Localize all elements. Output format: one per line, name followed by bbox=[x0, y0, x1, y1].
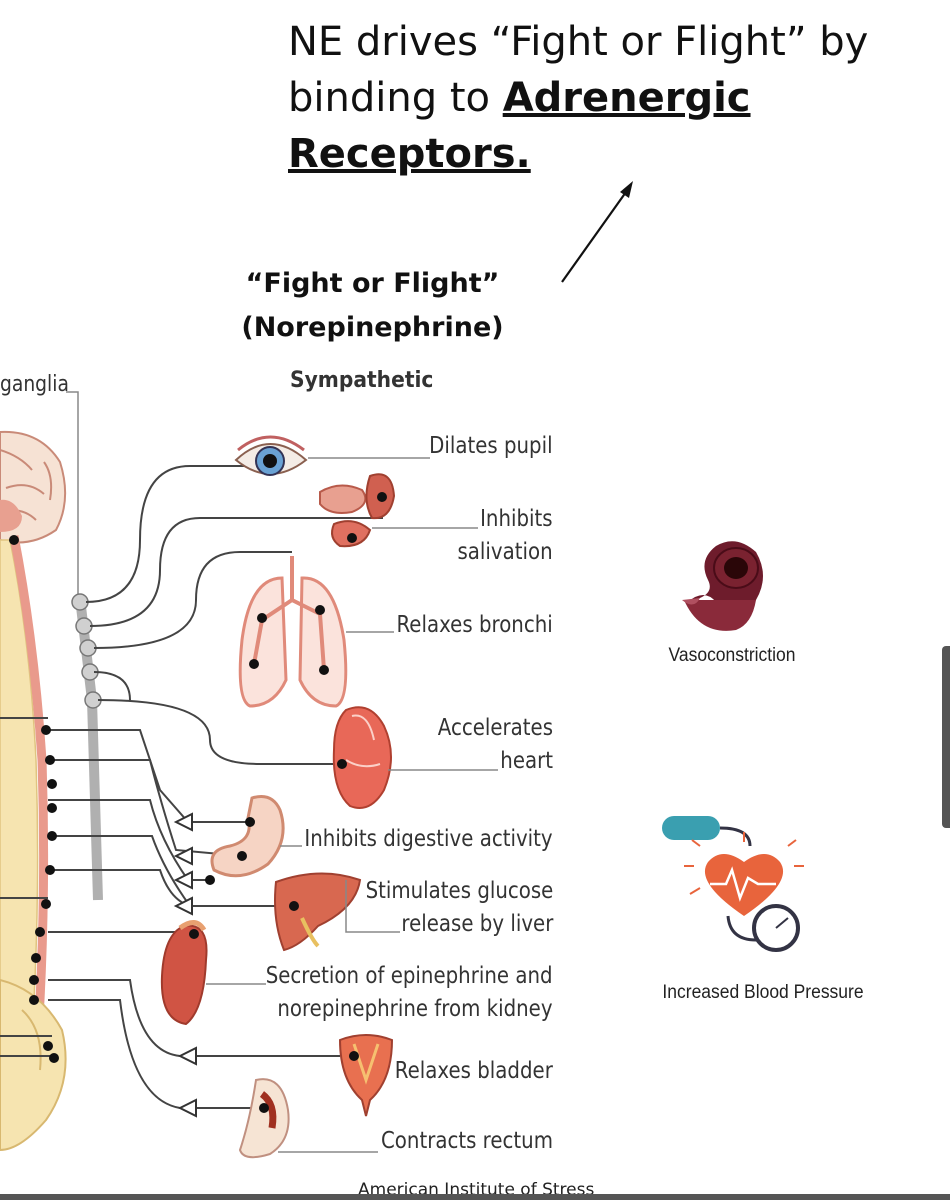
brain-icon bbox=[0, 430, 67, 544]
eye-icon bbox=[234, 435, 308, 476]
effect-label: Stimulates glucose release by liver bbox=[365, 878, 553, 937]
headline: NE drives “Fight or Flight” by binding t… bbox=[288, 14, 950, 182]
diagram-title-line-1: “Fight or Flight” bbox=[245, 268, 500, 299]
diagram-title: “Fight or Flight” (Norepinephrine) bbox=[240, 262, 505, 350]
scrollbar-thumb[interactable] bbox=[942, 646, 950, 828]
headline-line-1: NE drives “Fight or Flight” by bbox=[288, 19, 869, 65]
ganglia-label: ganglia bbox=[0, 372, 69, 397]
effect-label: Inhibits salivation bbox=[457, 506, 553, 565]
salivary-glands-icon bbox=[319, 473, 396, 548]
blood-vessel-icon bbox=[682, 541, 763, 631]
blood-pressure-icon bbox=[662, 816, 804, 952]
headline-emphasis: Adrenergic Receptors. bbox=[288, 75, 751, 177]
effect-label: Contracts rectum bbox=[381, 1128, 553, 1154]
division-label: Sympathetic bbox=[290, 368, 434, 393]
effect-label: Relaxes bronchi bbox=[396, 612, 553, 638]
rectum-icon bbox=[238, 1078, 290, 1159]
blood-pressure-label: Increased Blood Pressure bbox=[662, 982, 864, 1003]
liver-icon bbox=[274, 872, 362, 952]
vasoconstriction-label: Vasoconstriction bbox=[668, 645, 796, 666]
label-leaders bbox=[206, 457, 498, 1153]
spinal-cord-icon bbox=[0, 535, 67, 1152]
sympathetic-chain bbox=[71, 593, 103, 901]
effect-label: Accelerates heart bbox=[437, 715, 553, 774]
effect-label: Dilates pupil bbox=[429, 433, 553, 459]
pointer-arrow bbox=[561, 181, 633, 283]
effect-label: Relaxes bladder bbox=[394, 1058, 553, 1084]
kidney-icon bbox=[160, 920, 208, 1026]
headline-line-2: binding to Adrenergic Receptors. bbox=[288, 70, 950, 182]
cord-nodes bbox=[9, 535, 59, 1063]
lungs-icon bbox=[238, 556, 348, 708]
bottom-border bbox=[0, 1194, 950, 1200]
stomach-icon bbox=[205, 795, 285, 885]
bladder-icon bbox=[338, 1034, 394, 1117]
effect-label: Secretion of epinephrine and norepinephr… bbox=[266, 963, 553, 1022]
prevertebral-ganglia bbox=[173, 812, 197, 1118]
ganglia-leader bbox=[66, 391, 79, 598]
heart-icon bbox=[332, 706, 392, 809]
diagram-title-line-2: (Norepinephrine) bbox=[241, 312, 504, 343]
effect-label: Inhibits digestive activity bbox=[304, 826, 553, 852]
headline-prefix: binding to bbox=[288, 75, 503, 121]
